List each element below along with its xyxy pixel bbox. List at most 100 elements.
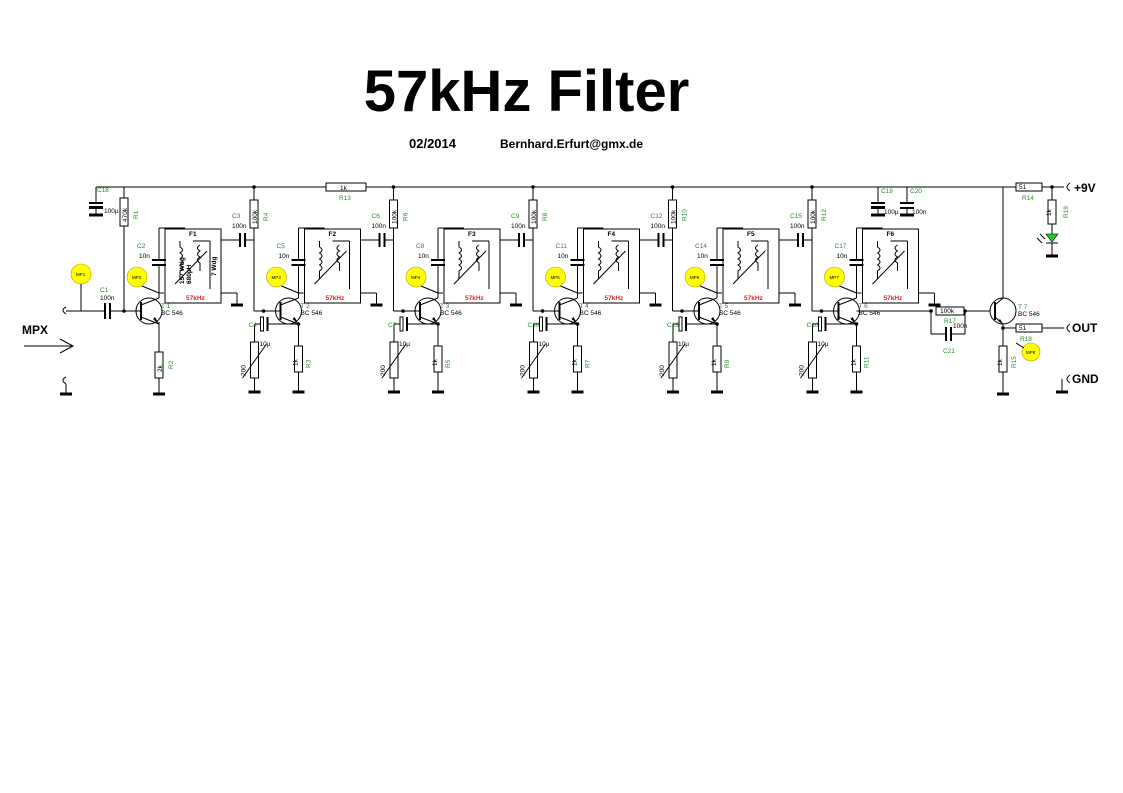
stage-2-test-point bbox=[266, 266, 287, 288]
stage-4-couple-cap-label: C12 bbox=[651, 213, 663, 220]
c21-value: 100n bbox=[953, 323, 968, 330]
stage-3-trim-pot bbox=[389, 341, 399, 379]
stage-1-test-point bbox=[126, 266, 148, 288]
stage-6-test-point-label: MP7 bbox=[830, 275, 840, 280]
coil-primary-turns: 157 Wdg bbox=[179, 257, 186, 284]
stage-2-filter-frequency: 57kHz bbox=[326, 295, 346, 302]
stage-3-collector-lead bbox=[419, 297, 439, 306]
stage-5-bias-label: R12 bbox=[821, 209, 828, 221]
stage-1-emitter-lead bbox=[140, 316, 160, 325]
stage-5-trim-pot-value: 200 bbox=[659, 365, 666, 376]
stage-6-emitter-arrow bbox=[850, 317, 857, 324]
stage-5-emitter-resistor-value: 1k bbox=[711, 358, 718, 366]
r15-value: 1k bbox=[997, 358, 1004, 366]
stage-6-trim-pot-arrow bbox=[800, 343, 825, 379]
stage-2-base-node bbox=[261, 309, 266, 313]
stage-4-coil-primary bbox=[597, 241, 602, 279]
c1-value: 100n bbox=[100, 295, 115, 302]
stage-6-collector-lead bbox=[838, 297, 857, 306]
stage-5-emit-cap-label: C13 bbox=[667, 322, 679, 329]
test-point-mp8 bbox=[1021, 342, 1041, 362]
stage-5-emitter-resistor-label: R9 bbox=[724, 359, 731, 368]
stage-4-emit-cap-value: 10µ bbox=[539, 341, 550, 348]
stage-1-bias-value: 100k bbox=[252, 209, 259, 224]
stage-5-trim-pot-arrow bbox=[660, 343, 686, 379]
stage-2-tank-cap-value: 10n bbox=[279, 253, 290, 260]
r19-label: R19 bbox=[1063, 206, 1070, 218]
stage-3-test-point bbox=[405, 266, 427, 288]
stage-4-filter-frequency: 57kHz bbox=[605, 295, 625, 302]
stage-2-bias-label: R6 bbox=[403, 212, 410, 221]
r2-value: 2k bbox=[157, 364, 164, 372]
stage-3-emit-cap-value: 10µ bbox=[399, 341, 410, 348]
ground-terminal-label: GND bbox=[1072, 372, 1099, 386]
stage-3-transistor-label: T 3 bbox=[440, 303, 450, 310]
r17-label: R17 bbox=[944, 318, 956, 325]
stage-2-coil-tuning-arrow bbox=[314, 250, 347, 285]
t7-type: BC 546 bbox=[1018, 311, 1040, 318]
stage-2-emitter-resistor-value: 1k bbox=[293, 358, 300, 366]
stage-2-couple-cap-value: 100n bbox=[372, 223, 387, 230]
stage-5-transistor-type: BC 546 bbox=[719, 310, 741, 317]
stage-2-coil-primary bbox=[318, 241, 323, 279]
r14-value: 51 bbox=[1019, 184, 1027, 191]
c19-value: 100µ bbox=[884, 209, 899, 216]
stage-6-filter-frequency: 57kHz bbox=[884, 295, 904, 302]
stage-4-emitter-resistor-label: R7 bbox=[585, 359, 592, 368]
resistor-r13 bbox=[325, 182, 367, 192]
stage-6-emit-cap-plate-2 bbox=[818, 316, 822, 332]
stage-1-couple-cap-label: C3 bbox=[232, 213, 241, 220]
stage-6-test-point bbox=[824, 266, 845, 288]
r13-label: R13 bbox=[339, 195, 351, 202]
stage-4-couple-cap-value: 100n bbox=[651, 223, 666, 230]
resistor-r15 bbox=[998, 345, 1008, 373]
stage-3-bias-label: R8 bbox=[542, 212, 549, 221]
stage-5-emit-cap-value: 10µ bbox=[678, 341, 689, 348]
stage-1-filter-label: F1 bbox=[189, 231, 197, 238]
stage-4-trim-pot-arrow bbox=[521, 343, 546, 379]
stage-2-trim-pot-arrow bbox=[242, 343, 267, 379]
stage-1-tank-cap-value: 10n bbox=[139, 253, 150, 260]
stage-2-tank-cap-label: C5 bbox=[277, 243, 286, 250]
stage-2-trim-pot-value: 200 bbox=[241, 365, 248, 376]
c20-value: 100n bbox=[912, 209, 927, 216]
stage-5-emit-cap-plate-2 bbox=[678, 316, 683, 332]
r15-label: R15 bbox=[1011, 356, 1018, 368]
stage-6-emitter-lead bbox=[838, 316, 857, 325]
stage-3-test-point-label: MP4 bbox=[411, 275, 421, 280]
stage-5-base-node bbox=[680, 309, 684, 313]
stage-4-trim-pot-value: 200 bbox=[520, 365, 527, 376]
stage-4-emit-cap-plate-2 bbox=[539, 316, 543, 332]
r19-value: 1k bbox=[1046, 208, 1053, 216]
r14-label: R14 bbox=[1022, 195, 1034, 202]
stage-4-test-point bbox=[545, 266, 566, 288]
stage-4-emitter-arrow bbox=[571, 317, 578, 324]
stage-1-filter-frequency: 57kHz bbox=[186, 295, 206, 302]
c18-value: 100µ bbox=[104, 208, 119, 215]
stage-6-filter-label: F6 bbox=[887, 231, 895, 238]
stage-5-transistor-label: T 5 bbox=[719, 303, 729, 310]
stage-6-emitter-resistor-value: 1k bbox=[851, 358, 858, 366]
stage-5-tank-cap-value: 10n bbox=[697, 253, 708, 260]
stage-3-emitter-resistor bbox=[433, 345, 443, 373]
stage-5-test-point-label: MP6 bbox=[690, 275, 700, 280]
stage-1-transistor-type: BC 546 bbox=[161, 310, 183, 317]
stage-4-coil-tuning-arrow bbox=[593, 250, 626, 285]
stage-4-emitter-lead bbox=[559, 316, 578, 325]
stage-3-emitter-resistor-value: 1k bbox=[432, 358, 439, 366]
coil-inductance: 680µH bbox=[186, 264, 193, 284]
coil-secondary-turns: 7 Wdg bbox=[211, 256, 218, 276]
r13-value: 1k bbox=[340, 185, 348, 192]
r18-label: R18 bbox=[1020, 336, 1032, 343]
r1-value: 470k bbox=[122, 207, 129, 222]
stage-6-trim-pot bbox=[808, 341, 817, 379]
stage-5-filter-label: F5 bbox=[747, 231, 755, 238]
stage-3-emit-cap-plate-2 bbox=[399, 316, 404, 332]
page-title: 57kHz Filter bbox=[363, 59, 690, 124]
stage-2-emitter-arrow bbox=[292, 317, 299, 324]
stage-4-transistor-type: BC 546 bbox=[580, 310, 602, 317]
stage-6-tank-cap-value: 10n bbox=[837, 253, 848, 260]
r17-value: 100k bbox=[940, 308, 955, 315]
stage-3-trim-pot-value: 200 bbox=[380, 365, 387, 376]
